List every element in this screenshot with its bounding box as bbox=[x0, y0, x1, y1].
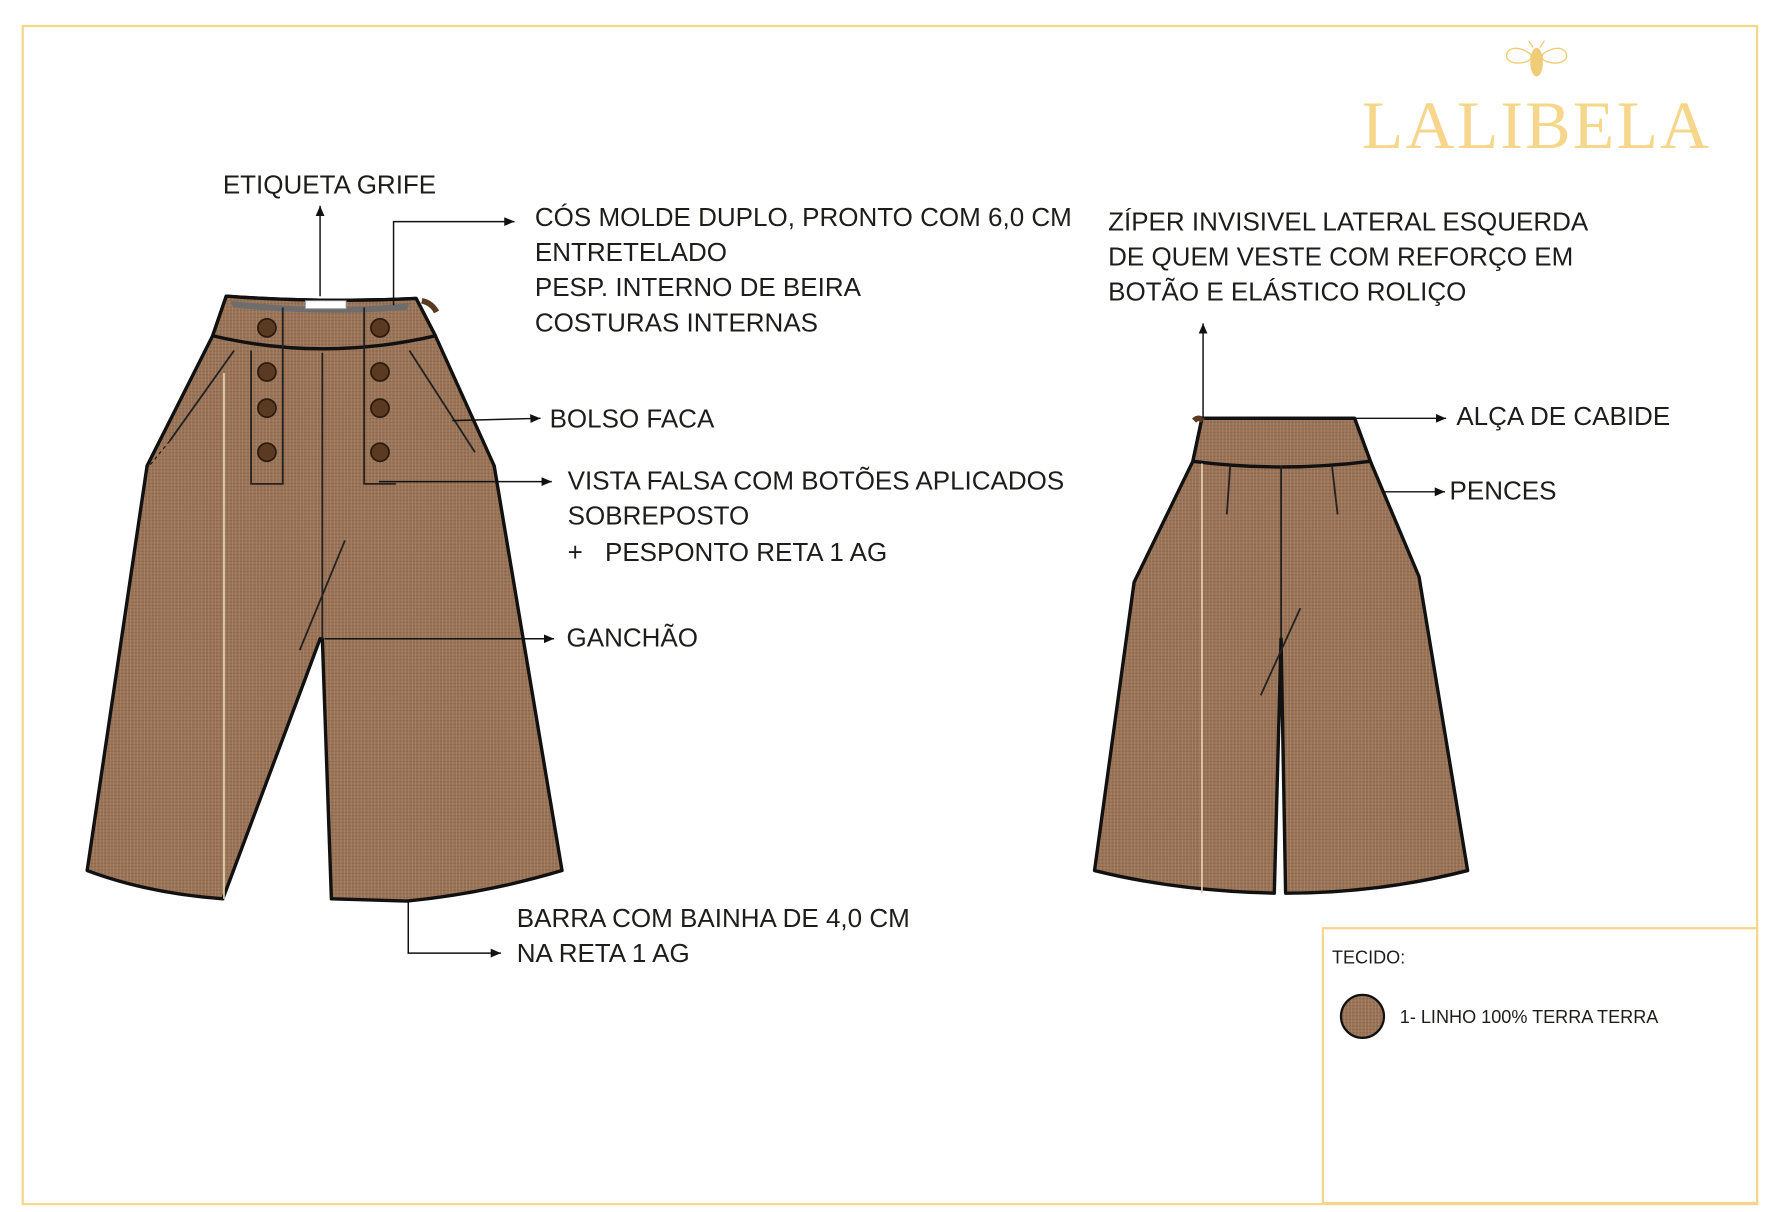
label-vista-line2: SOBREPOSTO bbox=[568, 501, 750, 531]
label-cos-line1: CÓS MOLDE DUPLO, PRONTO COM 6,0 CM bbox=[535, 202, 1072, 232]
buttons bbox=[257, 317, 390, 463]
label-cos-line3: PESP. INTERNO DE BEIRA bbox=[535, 272, 862, 302]
label-ganchao: GANCHÃO bbox=[567, 623, 698, 653]
label-vista-line3: PESPONTO RETA 1 AG bbox=[605, 537, 887, 567]
label-vista-plus: + bbox=[568, 537, 583, 567]
bee-icon bbox=[1505, 40, 1568, 77]
fabric-item-label: 1- LINHO 100% TERRA TERRA bbox=[1400, 1007, 1659, 1027]
label-etiqueta-grife: ETIQUETA GRIFE bbox=[223, 169, 436, 199]
front-view-drawing bbox=[85, 294, 564, 903]
label-pences: PENCES bbox=[1450, 476, 1557, 506]
back-callouts: ZÍPER INVISIVEL LATERAL ESQUERDA DE QUEM… bbox=[1108, 207, 1670, 506]
back-view-drawing bbox=[1092, 415, 1470, 895]
label-barra-line2: NA RETA 1 AG bbox=[517, 938, 690, 968]
label-ziper-line2: DE QUEM VESTE COM REFORÇO EM bbox=[1108, 242, 1573, 272]
brand-name: LALIBELA bbox=[1362, 88, 1712, 163]
brand-label-tag bbox=[304, 300, 347, 310]
label-barra-line1: BARRA COM BAINHA DE 4,0 CM bbox=[517, 903, 910, 933]
label-alca-de-cabide: ALÇA DE CABIDE bbox=[1456, 401, 1670, 431]
page-frame bbox=[21, 24, 1759, 1206]
label-cos-line2: ENTRETELADO bbox=[535, 237, 727, 267]
fabric-legend: TECIDO: 1- LINHO 100% TERRA TERRA bbox=[1321, 927, 1759, 1205]
back-waistband bbox=[1191, 416, 1373, 469]
brand-logo: LALIBELA bbox=[1362, 40, 1712, 163]
front-callouts: ETIQUETA GRIFE CÓS MOLDE DUPLO, PRONTO C… bbox=[223, 169, 1072, 968]
label-cos-line4: COSTURAS INTERNAS bbox=[535, 307, 818, 337]
label-bolso-faca: BOLSO FACA bbox=[550, 403, 715, 433]
label-ziper-line3: BOTÃO E ELÁSTICO ROLIÇO bbox=[1108, 277, 1466, 307]
fabric-swatch bbox=[1339, 993, 1386, 1040]
fabric-title: TECIDO: bbox=[1332, 947, 1405, 967]
label-ziper-line1: ZÍPER INVISIVEL LATERAL ESQUERDA bbox=[1108, 207, 1589, 237]
label-vista-line1: VISTA FALSA COM BOTÕES APLICADOS bbox=[568, 466, 1065, 496]
